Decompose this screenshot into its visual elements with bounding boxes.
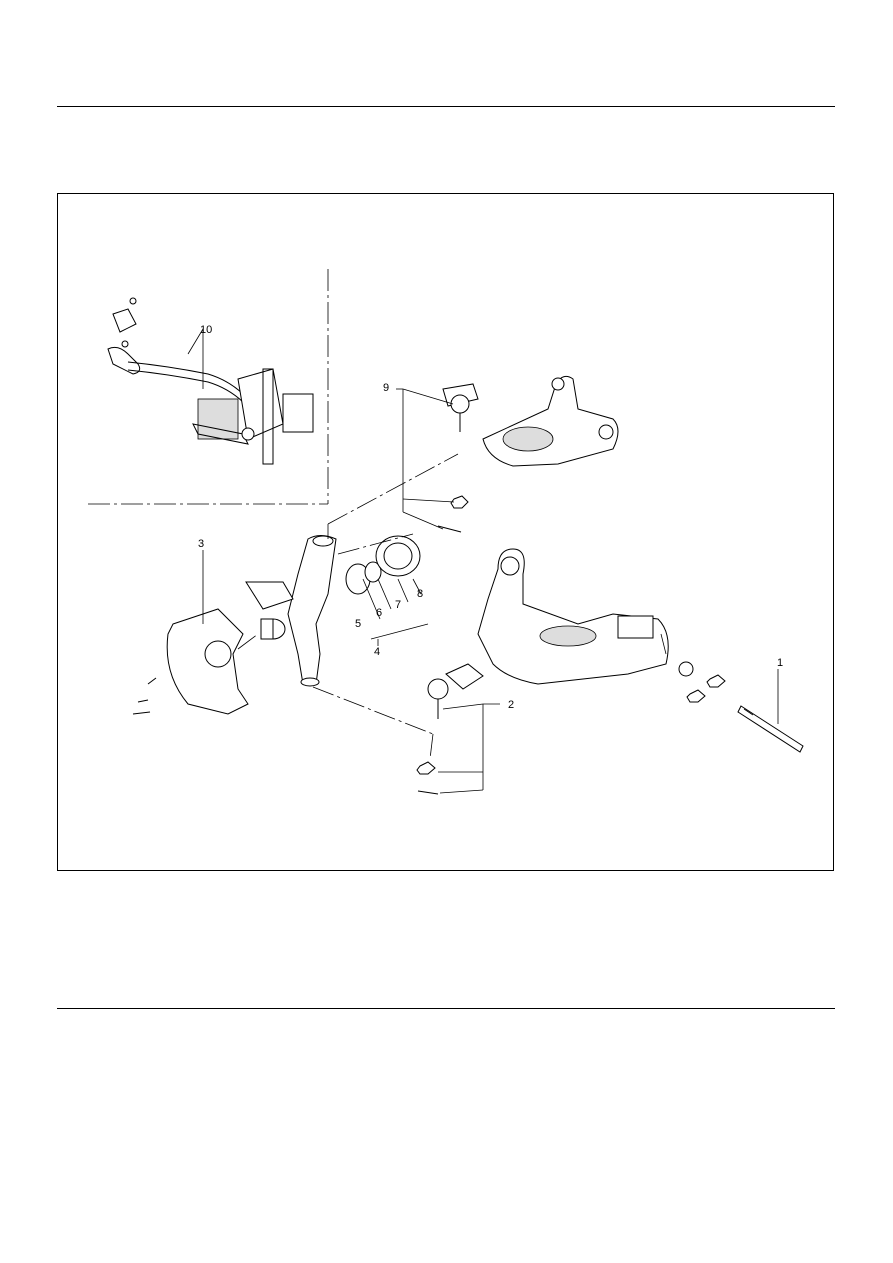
callout-3: 3: [198, 538, 204, 550]
inset-frame: [88, 269, 329, 505]
bottom-rule: [57, 1008, 835, 1009]
callout-7: 7: [395, 599, 401, 611]
torsion-bar: [737, 705, 804, 753]
callout-9: 9: [383, 382, 389, 394]
exploded-view-figure: 1 2 3 4 5 6 7 8 9 10: [57, 193, 834, 871]
lower-control-arm: [477, 548, 669, 685]
alignment-lines: [237, 453, 459, 760]
bearing-set: [345, 535, 421, 595]
callout-5: 5: [355, 618, 361, 630]
steering-knuckle: [245, 535, 337, 687]
upper-control-arm: [482, 375, 619, 467]
callout-10: 10: [200, 324, 212, 336]
fasteners: [132, 495, 726, 795]
suspension-exploded-diagram: 1 2 3 4 5 6 7 8 9 10: [88, 269, 804, 795]
callout-4: 4: [374, 646, 380, 658]
callout-2: 2: [508, 699, 514, 711]
leader-lines: [187, 328, 779, 794]
upper-ball-joint: [442, 383, 479, 432]
callout-1: 1: [777, 657, 783, 669]
inset-torsion-bar-drawing: [107, 297, 314, 465]
dust-shield: [166, 608, 249, 715]
callout-8: 8: [417, 588, 423, 600]
top-rule: [57, 106, 835, 107]
lower-ball-joint: [427, 663, 484, 719]
callout-6: 6: [376, 607, 382, 619]
